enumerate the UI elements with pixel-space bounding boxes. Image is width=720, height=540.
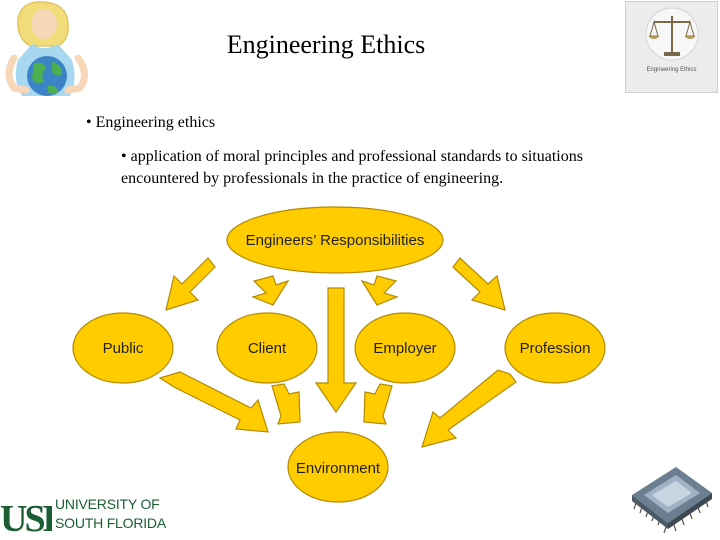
- arrow-to-public: [165, 257, 216, 311]
- usf-name-line1: UNIVERSITY OF: [55, 496, 160, 512]
- node-environment: Environment: [295, 459, 381, 477]
- usf-logo: USF UNIVERSITY OF SOUTH FLORIDA: [0, 495, 166, 537]
- woman-globe-illustration: [5, 1, 88, 96]
- node-public: Public: [102, 339, 144, 357]
- svg-text:USF: USF: [0, 498, 52, 537]
- engineering-ethics-thumbnail: Engineering Ethics: [625, 1, 718, 93]
- node-engineers-responsibilities: Engineers’ Responsibilities: [245, 231, 425, 249]
- node-client: Client: [247, 339, 287, 357]
- client-ellipse: [216, 312, 318, 384]
- bullet-level-1: • Engineering ethics: [86, 114, 216, 131]
- arrow-public-to-env: [158, 371, 269, 433]
- arrow-center-down: [314, 287, 358, 414]
- slide-title: Engineering Ethics: [226, 30, 426, 59]
- computer-chip-icon: [632, 467, 712, 534]
- profession-ellipse: [504, 312, 606, 384]
- scales-icon: [645, 7, 699, 61]
- usf-name-line2: SOUTH FLORIDA: [55, 515, 166, 531]
- environment-ellipse: [287, 431, 389, 503]
- arrow-client-to-env: [271, 383, 301, 425]
- node-profession: Profession: [519, 339, 591, 357]
- arrow-to-profession: [452, 257, 506, 311]
- node-employer: Employer: [373, 339, 437, 357]
- public-ellipse: [72, 312, 174, 384]
- arrow-to-client: [251, 275, 290, 306]
- thumbnail-caption: Engineering Ethics: [646, 67, 697, 73]
- center-top-ellipse: [226, 206, 444, 274]
- bullet-level-2: • application of moral principles and pr…: [121, 148, 583, 187]
- arrow-to-employer: [360, 275, 399, 306]
- usf-mark-logo: USF: [0, 495, 52, 537]
- employer-ellipse: [354, 312, 456, 384]
- arrow-employer-to-env: [363, 383, 393, 425]
- arrow-profession-to-env: [421, 369, 517, 448]
